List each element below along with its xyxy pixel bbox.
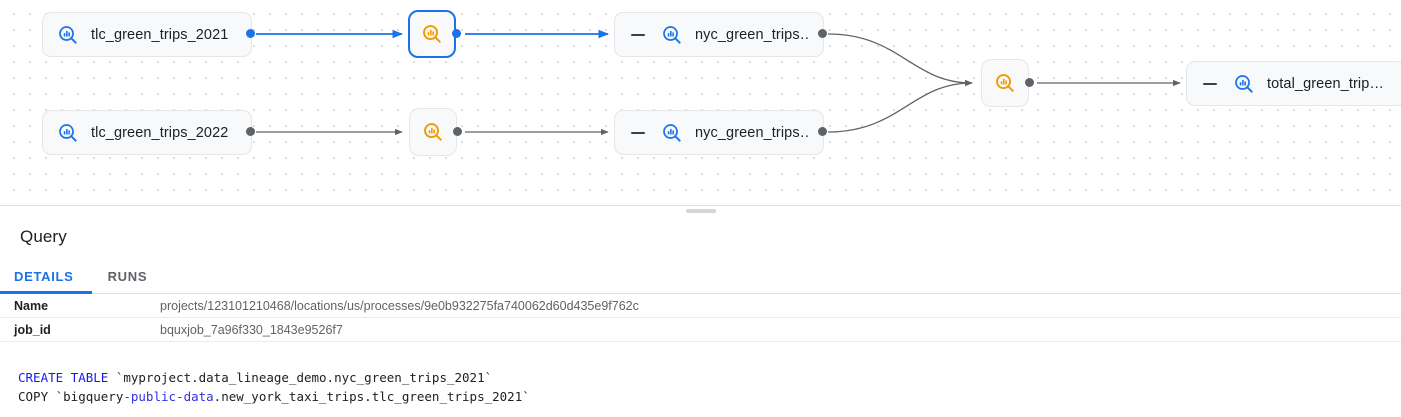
lineage-node-label: total_green_trip… xyxy=(1267,75,1384,92)
lineage-node-nyc-green-trips-2021[interactable]: nyc_green_trips… xyxy=(614,12,824,57)
data-search-blue-icon xyxy=(661,24,683,46)
edge-nyc2022-to-proc3 xyxy=(827,79,973,133)
collapse-minus-icon[interactable] xyxy=(1201,75,1219,93)
tab-runs[interactable]: RUNS xyxy=(107,269,148,284)
port-proc3-out[interactable] xyxy=(1025,78,1034,87)
port-tlc2022-out[interactable] xyxy=(246,127,255,136)
details-panel: Query DETAILS RUNS Name projects/1231012… xyxy=(0,215,1401,406)
collapse-minus-icon[interactable] xyxy=(629,26,647,44)
sql-line2-post: .new_york_taxi_trips.tlc_green_trips_202… xyxy=(213,389,530,404)
port-proc1-out[interactable] xyxy=(452,29,461,38)
sql-line2-highlight: -public-data xyxy=(123,389,214,404)
lineage-node-total-green-trips[interactable]: total_green_trip… xyxy=(1186,61,1401,106)
port-nyc2021-out[interactable] xyxy=(818,29,827,38)
lineage-node-label: nyc_green_trips… xyxy=(695,124,809,141)
data-search-blue-icon xyxy=(57,24,79,46)
detail-key: job_id xyxy=(14,322,51,337)
lineage-process-node-3[interactable] xyxy=(981,59,1029,107)
page-title: Query xyxy=(20,227,67,246)
data-search-orange-icon xyxy=(421,23,443,45)
lineage-node-label: nyc_green_trips… xyxy=(695,26,809,43)
data-search-blue-icon xyxy=(661,122,683,144)
detail-value: bquxjob_7a96f330_1843e9526f7 xyxy=(160,322,343,337)
sql-query-block[interactable]: CREATE TABLE `myproject.data_lineage_dem… xyxy=(0,342,1401,406)
lineage-process-node-2[interactable] xyxy=(409,108,457,156)
lineage-node-label: tlc_green_trips_2022 xyxy=(91,124,229,141)
edge-nyc2021-to-proc3 xyxy=(827,33,973,87)
lineage-node-label: tlc_green_trips_2021 xyxy=(91,26,229,43)
port-proc2-out[interactable] xyxy=(453,127,462,136)
lineage-node-tlc-green-trips-2022[interactable]: tlc_green_trips_2022 xyxy=(42,110,252,155)
data-search-orange-icon xyxy=(994,72,1016,94)
detail-row-name: Name projects/123101210468/locations/us/… xyxy=(0,294,1401,318)
data-search-blue-icon xyxy=(57,122,79,144)
panel-resize-handle[interactable] xyxy=(685,209,716,213)
panel-divider xyxy=(0,205,1401,215)
sql-keyword: CREATE TABLE xyxy=(18,370,109,385)
sql-line1-rest: `myproject.data_lineage_demo.nyc_green_t… xyxy=(108,370,493,385)
collapse-minus-icon[interactable] xyxy=(629,124,647,142)
tab-bar: DETAILS RUNS xyxy=(0,260,1401,294)
lineage-process-node-selected[interactable] xyxy=(408,10,456,58)
sql-line2-pre: COPY `bigquery xyxy=(18,389,124,404)
detail-value: projects/123101210468/locations/us/proce… xyxy=(160,298,639,313)
detail-key: Name xyxy=(14,298,49,313)
lineage-node-nyc-green-trips-2022[interactable]: nyc_green_trips… xyxy=(614,110,824,155)
detail-row-job-id: job_id bquxjob_7a96f330_1843e9526f7 xyxy=(0,318,1401,342)
lineage-node-tlc-green-trips-2021[interactable]: tlc_green_trips_2021 xyxy=(42,12,252,57)
tab-details[interactable]: DETAILS xyxy=(0,269,92,294)
port-nyc2022-out[interactable] xyxy=(818,127,827,136)
lineage-graph-canvas[interactable]: tlc_green_trips_2021 tlc_green_trips_202… xyxy=(0,0,1401,205)
port-tlc2021-out[interactable] xyxy=(246,29,255,38)
data-search-orange-icon xyxy=(422,121,444,143)
data-search-blue-icon xyxy=(1233,73,1255,95)
